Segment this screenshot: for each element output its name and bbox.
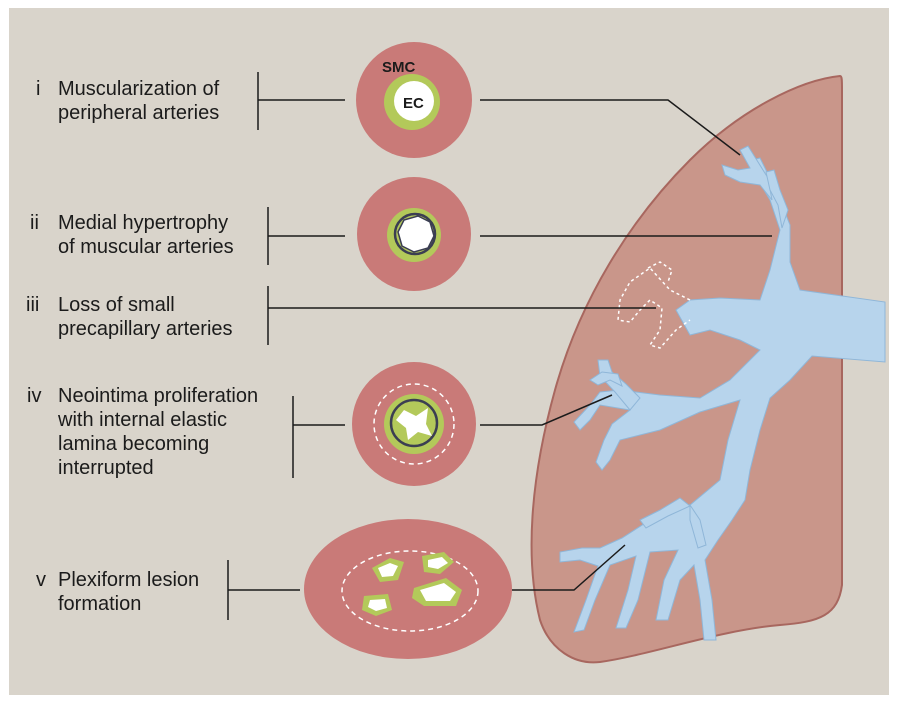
vessel-i: SMC EC [356,42,472,158]
vessel-iv [352,362,476,486]
item-iv-line-3: lamina becoming [27,432,258,456]
vessel-v [304,519,512,659]
item-iii-numeral: iii [26,293,58,317]
item-iv-line-2: with internal elastic [27,408,258,432]
item-v-line-1: Plexiform lesion [58,569,199,591]
item-ii-line-1: Medial hypertrophy [58,212,228,234]
leader-i-right [480,100,740,155]
item-i-line-2: peripheral arteries [36,101,219,125]
smc-label: SMC [382,59,416,76]
item-iv-numeral: iv [27,384,58,408]
item-v-numeral: v [36,568,58,592]
item-ii-numeral: ii [30,211,58,235]
ec-label: EC [403,95,424,112]
item-iv-line-4: interrupted [27,456,258,480]
item-ii-line-2: of muscular arteries [30,235,234,259]
item-iv-line-1: Neointima proliferation [58,385,258,407]
item-v-line-2: formation [36,592,199,616]
vessel-ii [357,177,471,291]
item-iii-line-2: precapillary arteries [26,317,233,341]
item-i-line-1: Muscularization of [58,78,219,100]
item-i-numeral: i [36,77,58,101]
item-iii-line-1: Loss of small [58,294,175,316]
